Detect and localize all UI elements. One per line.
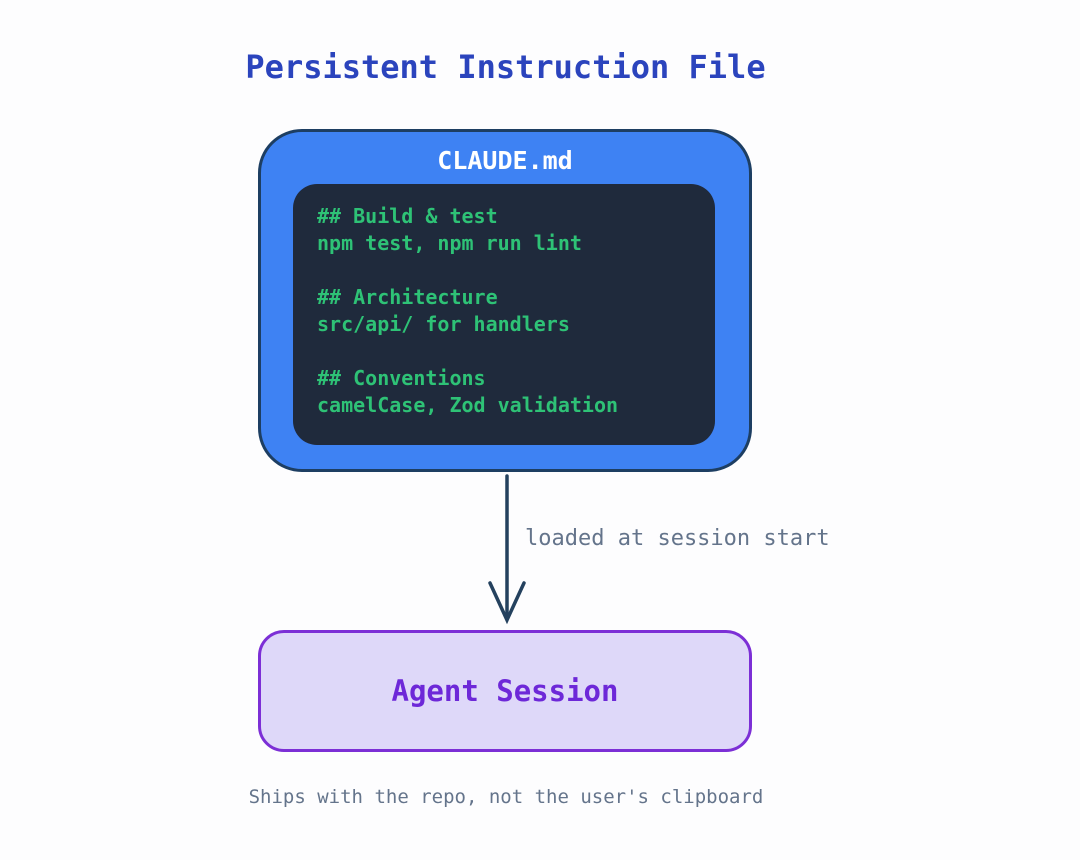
- claude-md-card-title: CLAUDE.md: [437, 146, 573, 175]
- claude-md-code-block: ## Build & test npm test, npm run lint #…: [293, 184, 715, 445]
- code-line: ## Architecture: [317, 285, 498, 309]
- page-title: Persistent Instruction File: [245, 48, 766, 86]
- footer-caption: Ships with the repo, not the user's clip…: [248, 786, 764, 808]
- claude-md-card: CLAUDE.md ## Build & test npm test, npm …: [258, 129, 752, 472]
- agent-session-label: Agent Session: [391, 674, 619, 708]
- down-arrow-icon: [488, 474, 526, 625]
- code-line: npm test, npm run lint: [317, 231, 582, 255]
- code-line: [317, 338, 715, 365]
- agent-session-card: Agent Session: [258, 630, 752, 752]
- arrow-label: loaded at session start: [525, 526, 830, 551]
- code-line: ## Conventions: [317, 366, 486, 390]
- code-line: camelCase, Zod validation: [317, 393, 619, 417]
- code-line: [317, 257, 715, 284]
- code-line: src/api/ for handlers: [317, 312, 570, 336]
- code-line: ## Build & test: [317, 204, 498, 228]
